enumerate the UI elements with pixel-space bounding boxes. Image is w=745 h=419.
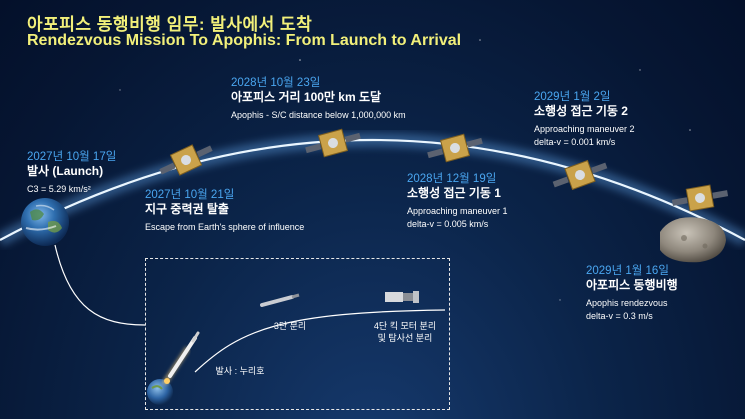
launch-trajectory	[54, 244, 146, 326]
kick-motor-separation-label: 4단 킥 모터 분리 및 탐사선 분리	[360, 320, 450, 344]
spacecraft-icon	[305, 128, 361, 158]
milestone-name: 발사 (Launch)	[27, 164, 104, 178]
milestone-date: 2027년 10월 17일	[27, 151, 117, 163]
milestone-maneuver-2: 2029년 1월 2일 소행성 접근 기동 2 Approaching mane…	[534, 90, 635, 149]
kick-motor-label-line2: 및 탐사선 분리	[377, 333, 433, 343]
milestone-delta-v: delta-v = 0.3 m/s	[586, 311, 653, 321]
spacecraft-icon	[159, 144, 213, 176]
milestone-delta-v: delta-v = 0.001 km/s	[534, 137, 616, 147]
spacecraft-icon	[427, 133, 483, 163]
milestone-name: 소행성 접근 기동 2	[534, 104, 628, 118]
milestone-rendezvous: 2029년 1월 16일 아포피스 동행비행 Apophis rendezvou…	[586, 264, 678, 323]
milestone-desc: Approaching maneuver 2	[534, 124, 635, 134]
milestone-date: 2028년 12월 19일	[407, 173, 497, 185]
kick-motor-icon	[385, 291, 419, 303]
launch-vehicle-label: 발사 : 누리호	[215, 366, 265, 376]
orbit-arc	[0, 139, 745, 241]
milestone-date: 2028년 10월 23일	[231, 77, 321, 89]
milestone-delta-v: delta-v = 0.005 km/s	[407, 219, 489, 229]
stage3-icon	[260, 293, 300, 307]
milestone-date: 2029년 1월 2일	[534, 91, 611, 103]
milestone-escape: 2027년 10월 21일 지구 중력권 탈출 Escape from Eart…	[145, 188, 304, 234]
milestone-name: 아포피스 동행비행	[586, 278, 678, 292]
milestone-name: 아포피스 거리 100만 km 도달	[231, 90, 382, 104]
milestone-name: 지구 중력권 탈출	[145, 202, 229, 216]
milestone-desc: Escape from Earth's sphere of influence	[145, 222, 305, 232]
stage3-separation-label: 3단 분리	[273, 321, 307, 331]
milestone-launch: 2027년 10월 17일 발사 (Launch) C3 = 5.29 km/s…	[27, 150, 116, 196]
milestone-date: 2029년 1월 16일	[586, 265, 669, 277]
asteroid-icon	[660, 217, 726, 263]
spacecraft-icon	[671, 184, 729, 212]
milestone-desc: Apophis - S/C distance below 1,000,000 k…	[231, 110, 406, 120]
title-korean: 아포피스 동행비행 임무: 발사에서 도착	[27, 15, 313, 34]
kick-motor-label-line1: 4단 킥 모터 분리	[373, 321, 437, 331]
milestone-desc: C3 = 5.29 km/s²	[27, 184, 91, 194]
spacecraft-icon	[552, 159, 608, 191]
title-english: Rendezvous Mission To Apophis: From Laun…	[27, 32, 462, 49]
milestone-distance: 2028년 10월 23일 아포피스 거리 100만 km 도달 Apophis…	[231, 76, 406, 122]
milestone-date: 2027년 10월 21일	[145, 189, 235, 201]
rocket-icon	[161, 331, 200, 386]
milestone-desc: Approaching maneuver 1	[407, 206, 508, 216]
launch-sequence-inset	[145, 258, 450, 410]
milestone-name: 소행성 접근 기동 1	[407, 186, 501, 200]
milestone-desc: Apophis rendezvous	[586, 298, 668, 308]
star-field	[119, 39, 691, 301]
inset-trajectory	[194, 309, 446, 373]
milestone-maneuver-1: 2028년 12월 19일 소행성 접근 기동 1 Approaching ma…	[407, 172, 508, 231]
earth-icon	[21, 198, 69, 246]
